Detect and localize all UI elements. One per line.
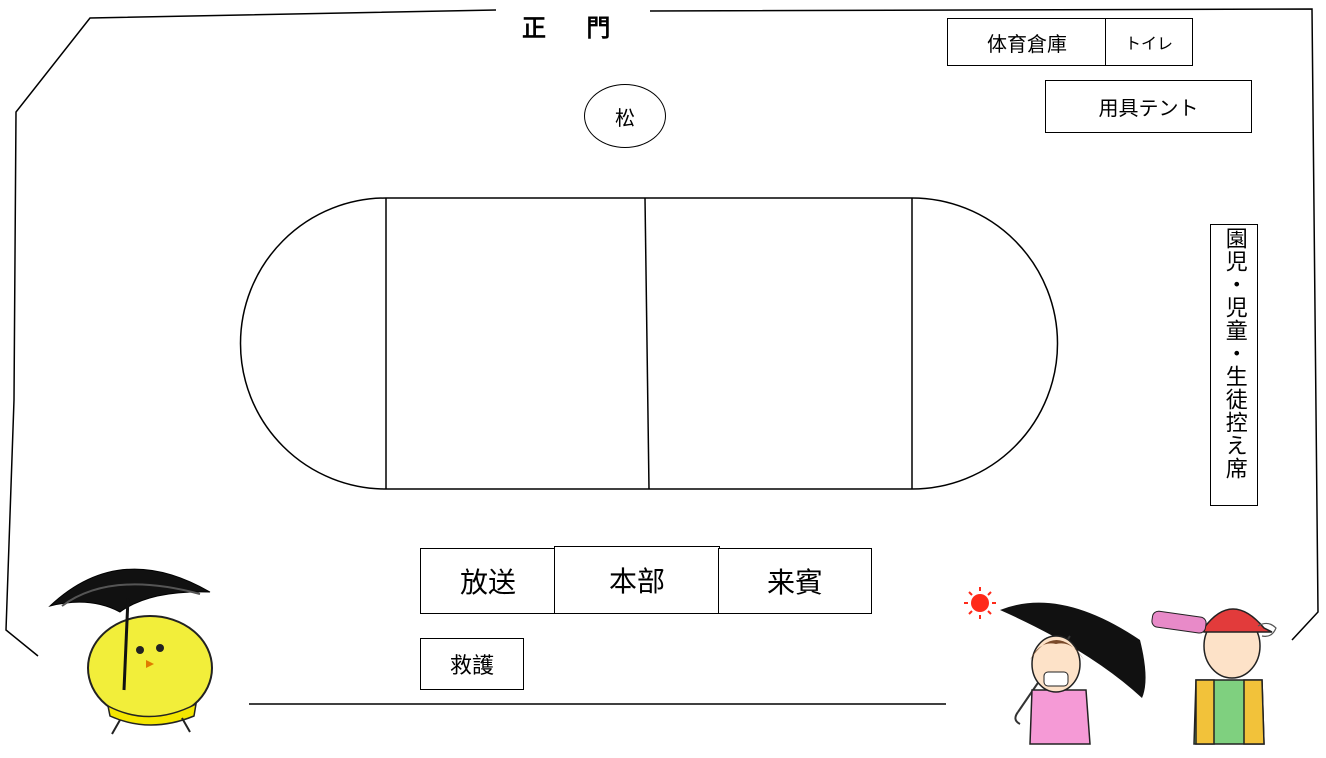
first-aid-label: 救護 (449, 654, 494, 679)
guests-tent: 来賓 (718, 548, 872, 614)
toilet: トイレ (1105, 18, 1193, 66)
equipment-tent-label: 用具テント (1098, 96, 1199, 120)
broadcast-label: 放送 (459, 566, 516, 599)
boundary-left (5, 9, 497, 657)
headquarters-label: 本部 (608, 565, 665, 598)
boundary-right (649, 8, 1319, 641)
girl-parasol-illustration (1000, 602, 1146, 745)
track-divider-center (644, 197, 650, 490)
sun-icon (964, 587, 996, 619)
broadcast-tent: 放送 (420, 548, 556, 614)
first-aid-tent: 救護 (420, 638, 524, 690)
pine-tree: 松 (584, 84, 666, 148)
main-gate-label: 正 門 (522, 14, 627, 42)
toilet-label: トイレ (1124, 34, 1173, 53)
chick-umbrella-illustration (48, 568, 213, 735)
student-seating-label: 園児・児童・生徒控え席 (1221, 227, 1247, 480)
headquarters-tent: 本部 (554, 546, 720, 614)
equipment-tent: 用具テント (1045, 80, 1252, 133)
student-seating-area: 園児・児童・生徒控え席 (1210, 224, 1258, 506)
pine-tree-label: 松 (615, 105, 635, 130)
sports-storage: 体育倉庫 (947, 18, 1107, 66)
sports-storage-label: 体育倉庫 (987, 31, 1067, 56)
guests-label: 来賓 (766, 566, 823, 599)
boy-drinking-illustration (1151, 608, 1277, 745)
